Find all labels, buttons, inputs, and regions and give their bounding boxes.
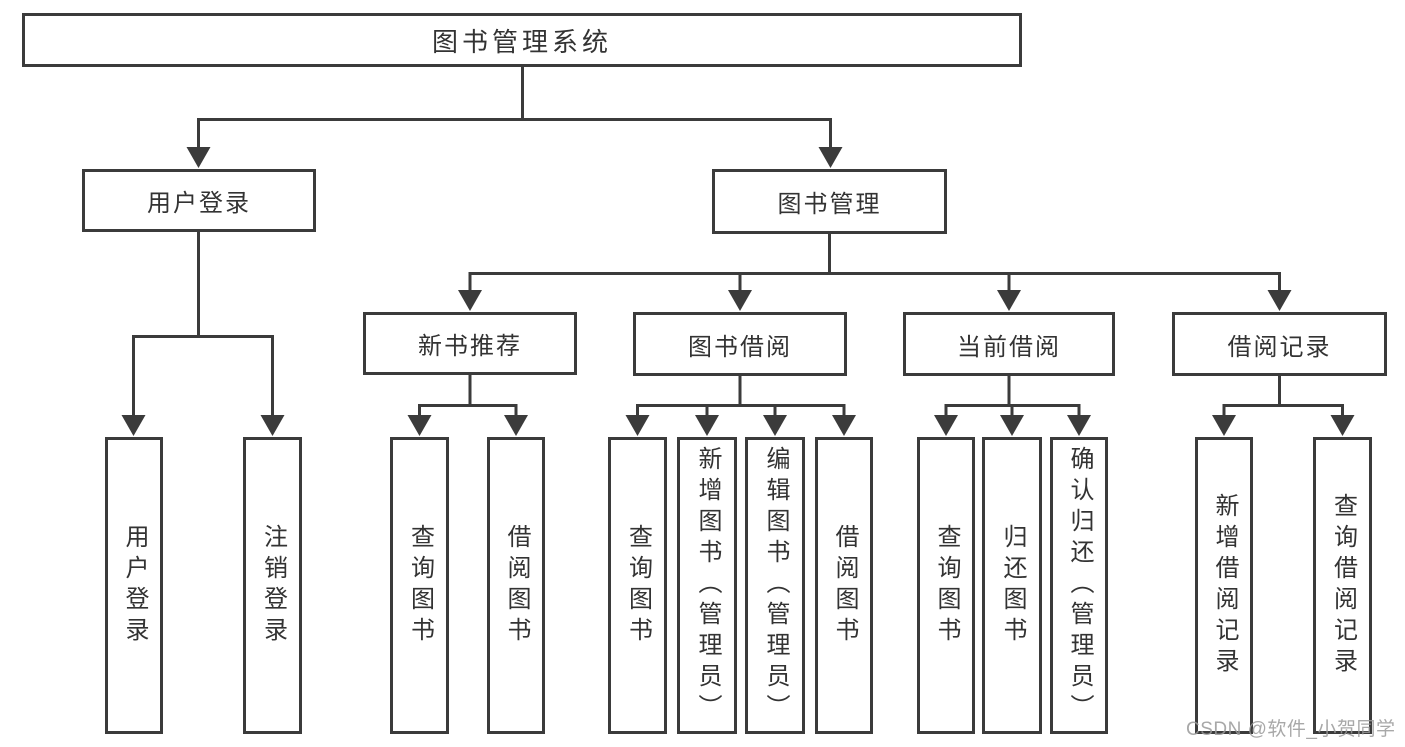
arrowhead (407, 415, 432, 436)
leaf-current-return-books: 归还图书 (982, 437, 1042, 734)
arrowhead (121, 415, 146, 436)
node-library-management-system: 图书管理系统 (22, 13, 1022, 67)
arrowhead (186, 147, 211, 168)
leaf-newbooks-borrow-books: 借阅图书 (487, 437, 545, 734)
leaf-user-login: 用户登录 (105, 437, 163, 734)
node-label: 新增借阅记录 (1211, 492, 1238, 679)
node-label: 归还图书 (999, 523, 1026, 648)
node-label: 查询图书 (406, 523, 434, 648)
node-label: 新书推荐 (418, 333, 522, 360)
node-label: 借阅图书 (503, 523, 530, 648)
edge-bookmgmt-rail (468, 272, 1281, 295)
leaf-borrowing-query-books: 查询图书 (608, 437, 667, 734)
leaf-records-query-borrow-record: 查询借阅记录 (1313, 437, 1372, 734)
edge-root-rail (197, 118, 832, 151)
arrowhead (695, 415, 719, 436)
node-label: 确认归还（管理员） (1066, 446, 1093, 725)
node-label: 新增图书（管理员） (694, 446, 721, 725)
arrowhead (260, 415, 285, 436)
arrowhead (818, 147, 843, 168)
node-label: 图书借阅 (688, 333, 792, 361)
arrowhead (504, 415, 528, 436)
node-label: 查询借阅记录 (1329, 492, 1357, 679)
leaf-borrowing-borrow-books: 借阅图书 (815, 437, 873, 734)
arrowhead (728, 290, 752, 311)
node-label: 查询图书 (624, 523, 652, 648)
leaf-records-add-borrow-record: 新增借阅记录 (1195, 437, 1253, 734)
arrowhead (997, 290, 1021, 311)
node-current-borrowing: 当前借阅 (903, 312, 1115, 376)
node-label: 图书管理 (777, 191, 882, 218)
node-label: 编辑图书（管理员） (762, 446, 789, 725)
node-user-login: 用户登录 (82, 169, 316, 232)
csdn-watermark: CSDN @软件_小贺同学 (1186, 719, 1396, 740)
arrowhead (1267, 290, 1292, 311)
node-label: 当前借阅 (957, 333, 1061, 361)
edge-newbooks-rail (418, 404, 518, 420)
arrowhead (1000, 415, 1024, 436)
leaf-current-query-books: 查询图书 (917, 437, 975, 734)
arrowhead (934, 415, 958, 436)
arrowhead (763, 415, 787, 436)
arrowhead (1212, 415, 1236, 436)
node-label: 借阅图书 (831, 523, 858, 648)
arrowhead (832, 415, 856, 436)
node-borrowing-records: 借阅记录 (1172, 312, 1387, 376)
leaf-borrowing-add-books-admin: 新增图书（管理员） (677, 437, 737, 734)
edge-bookborrow-rail (636, 404, 846, 420)
leaf-newbooks-query-books: 查询图书 (390, 437, 449, 734)
node-label: 用户登录 (147, 190, 251, 217)
arrowhead (458, 290, 482, 311)
node-label: 图书管理系统 (431, 26, 612, 57)
arrowhead (1330, 415, 1355, 436)
node-label: 注销登录 (259, 523, 287, 648)
arrowhead (1067, 415, 1091, 436)
arrowhead (625, 415, 650, 436)
edge-userlogin-rail (132, 335, 274, 419)
node-label: 用户登录 (121, 523, 148, 648)
node-label: 查询图书 (933, 523, 960, 648)
node-book-borrowing: 图书借阅 (633, 312, 847, 376)
node-label: 借阅记录 (1227, 333, 1332, 361)
node-new-book-recommendation: 新书推荐 (363, 312, 577, 375)
leaf-borrowing-edit-books-admin: 编辑图书（管理员） (745, 437, 805, 734)
edge-records-rail (1222, 404, 1344, 420)
node-book-management: 图书管理 (712, 169, 947, 234)
leaf-current-confirm-return-admin: 确认归还（管理员） (1050, 437, 1108, 734)
leaf-logout: 注销登录 (243, 437, 302, 734)
